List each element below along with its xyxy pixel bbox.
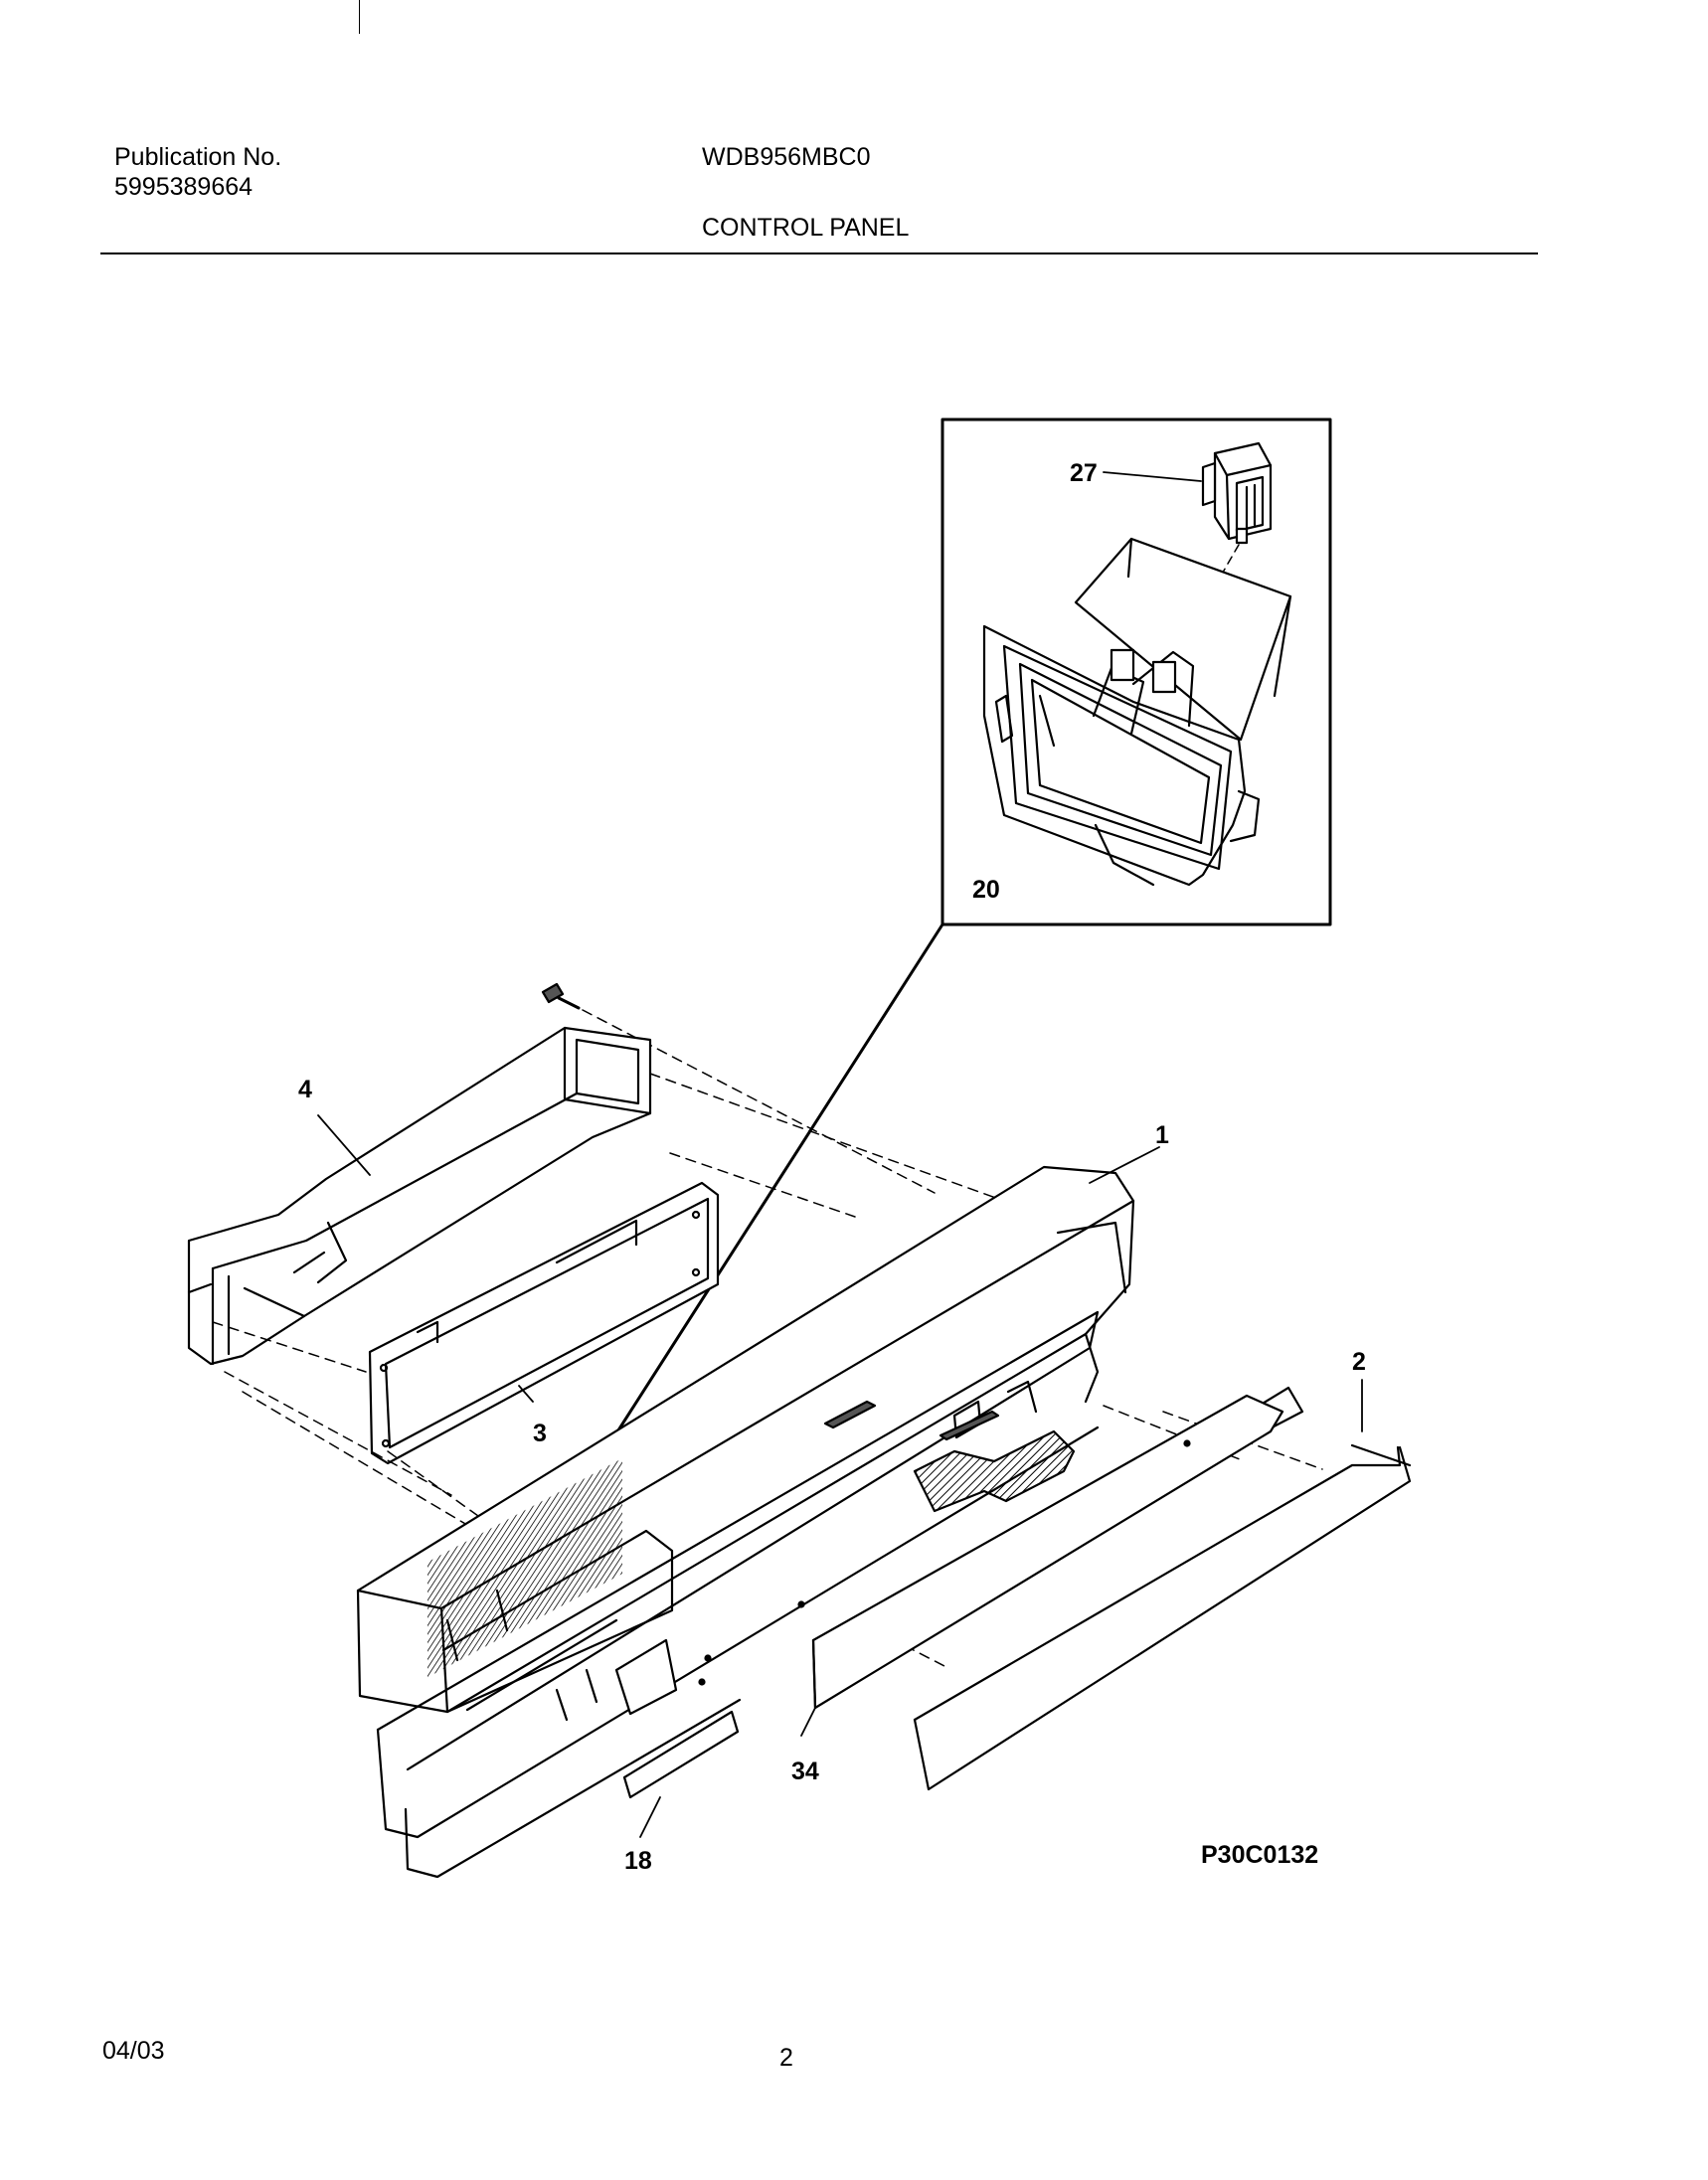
diagram-reference-code: P30C0132 [1201, 1841, 1318, 1869]
callout-2: 2 [1352, 1348, 1366, 1376]
section-title: CONTROL PANEL [702, 214, 910, 242]
publication-number: 5995389664 [114, 173, 254, 201]
part-20-dispenser [982, 537, 1292, 887]
callout-4: 4 [298, 1076, 312, 1103]
top-edge-mark [359, 0, 360, 34]
part-1-vent-grille [427, 1458, 622, 1678]
part-18-badge [622, 1710, 740, 1799]
model-number: WDB956MBC0 [702, 143, 871, 171]
footer-page-number: 2 [779, 2044, 793, 2072]
callout-18: 18 [624, 1847, 652, 1875]
screw [541, 982, 581, 1010]
header-rule [100, 252, 1538, 254]
part-1-ribbon-cable [913, 1429, 1076, 1513]
callout-20: 20 [972, 876, 1000, 904]
callout-34: 34 [791, 1758, 819, 1785]
footer-date: 04/03 [102, 2037, 165, 2065]
inset-leader [597, 922, 944, 1463]
part-3-board [368, 1181, 720, 1465]
publication-label: Publication No. [114, 143, 282, 171]
leader-lines [317, 471, 1363, 1838]
part-34-strip [698, 1394, 1284, 1710]
part-4-housing [187, 1026, 652, 1366]
callout-3: 3 [533, 1420, 547, 1447]
part-1-console [356, 1165, 1135, 1879]
part-27-switch [1201, 441, 1273, 545]
callout-27: 27 [1070, 459, 1098, 487]
callout-1: 1 [1155, 1121, 1169, 1149]
inset-frame [940, 418, 1332, 926]
